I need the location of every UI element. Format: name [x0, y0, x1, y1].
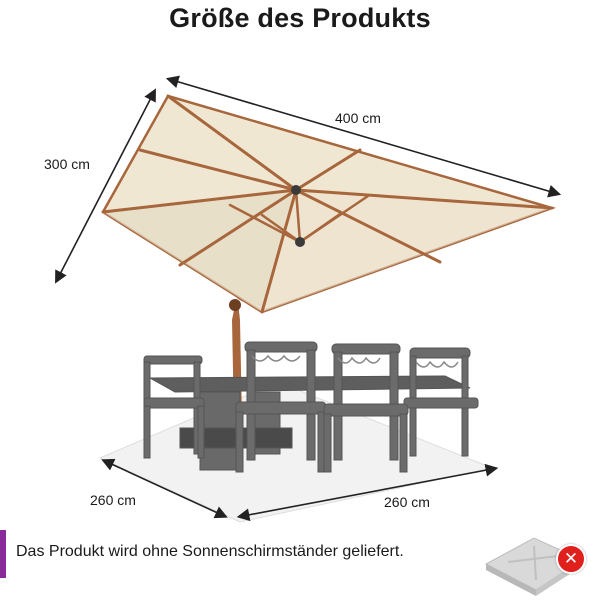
close-icon: ✕ — [556, 544, 586, 574]
area-width-label: 260 cm — [384, 494, 430, 510]
area-width-dimension-line — [236, 463, 499, 522]
area-depth-label: 260 cm — [90, 492, 136, 508]
dimension-lines — [55, 75, 562, 522]
canopy-length-dimension-line — [165, 75, 562, 198]
chair-front-2 — [323, 343, 409, 473]
dining-set — [143, 341, 479, 473]
canopy-length-label: 400 cm — [335, 110, 381, 126]
canopy-width-label: 300 cm — [44, 156, 90, 172]
area-depth-dimension-line — [101, 458, 228, 519]
notice-text: Das Produkt wird ohne Sonnenschirmstände… — [16, 543, 404, 560]
notice-accent-stripe — [0, 530, 6, 578]
notice-bar: Das Produkt wird ohne Sonnenschirmstände… — [0, 530, 600, 578]
chair-front-1 — [235, 341, 327, 473]
umbrella-canopy — [101, 94, 557, 314]
chair-back-right — [403, 347, 479, 457]
canopy-width-dimension-line — [55, 88, 156, 284]
page-title: Größe des Produkts — [169, 3, 431, 33]
